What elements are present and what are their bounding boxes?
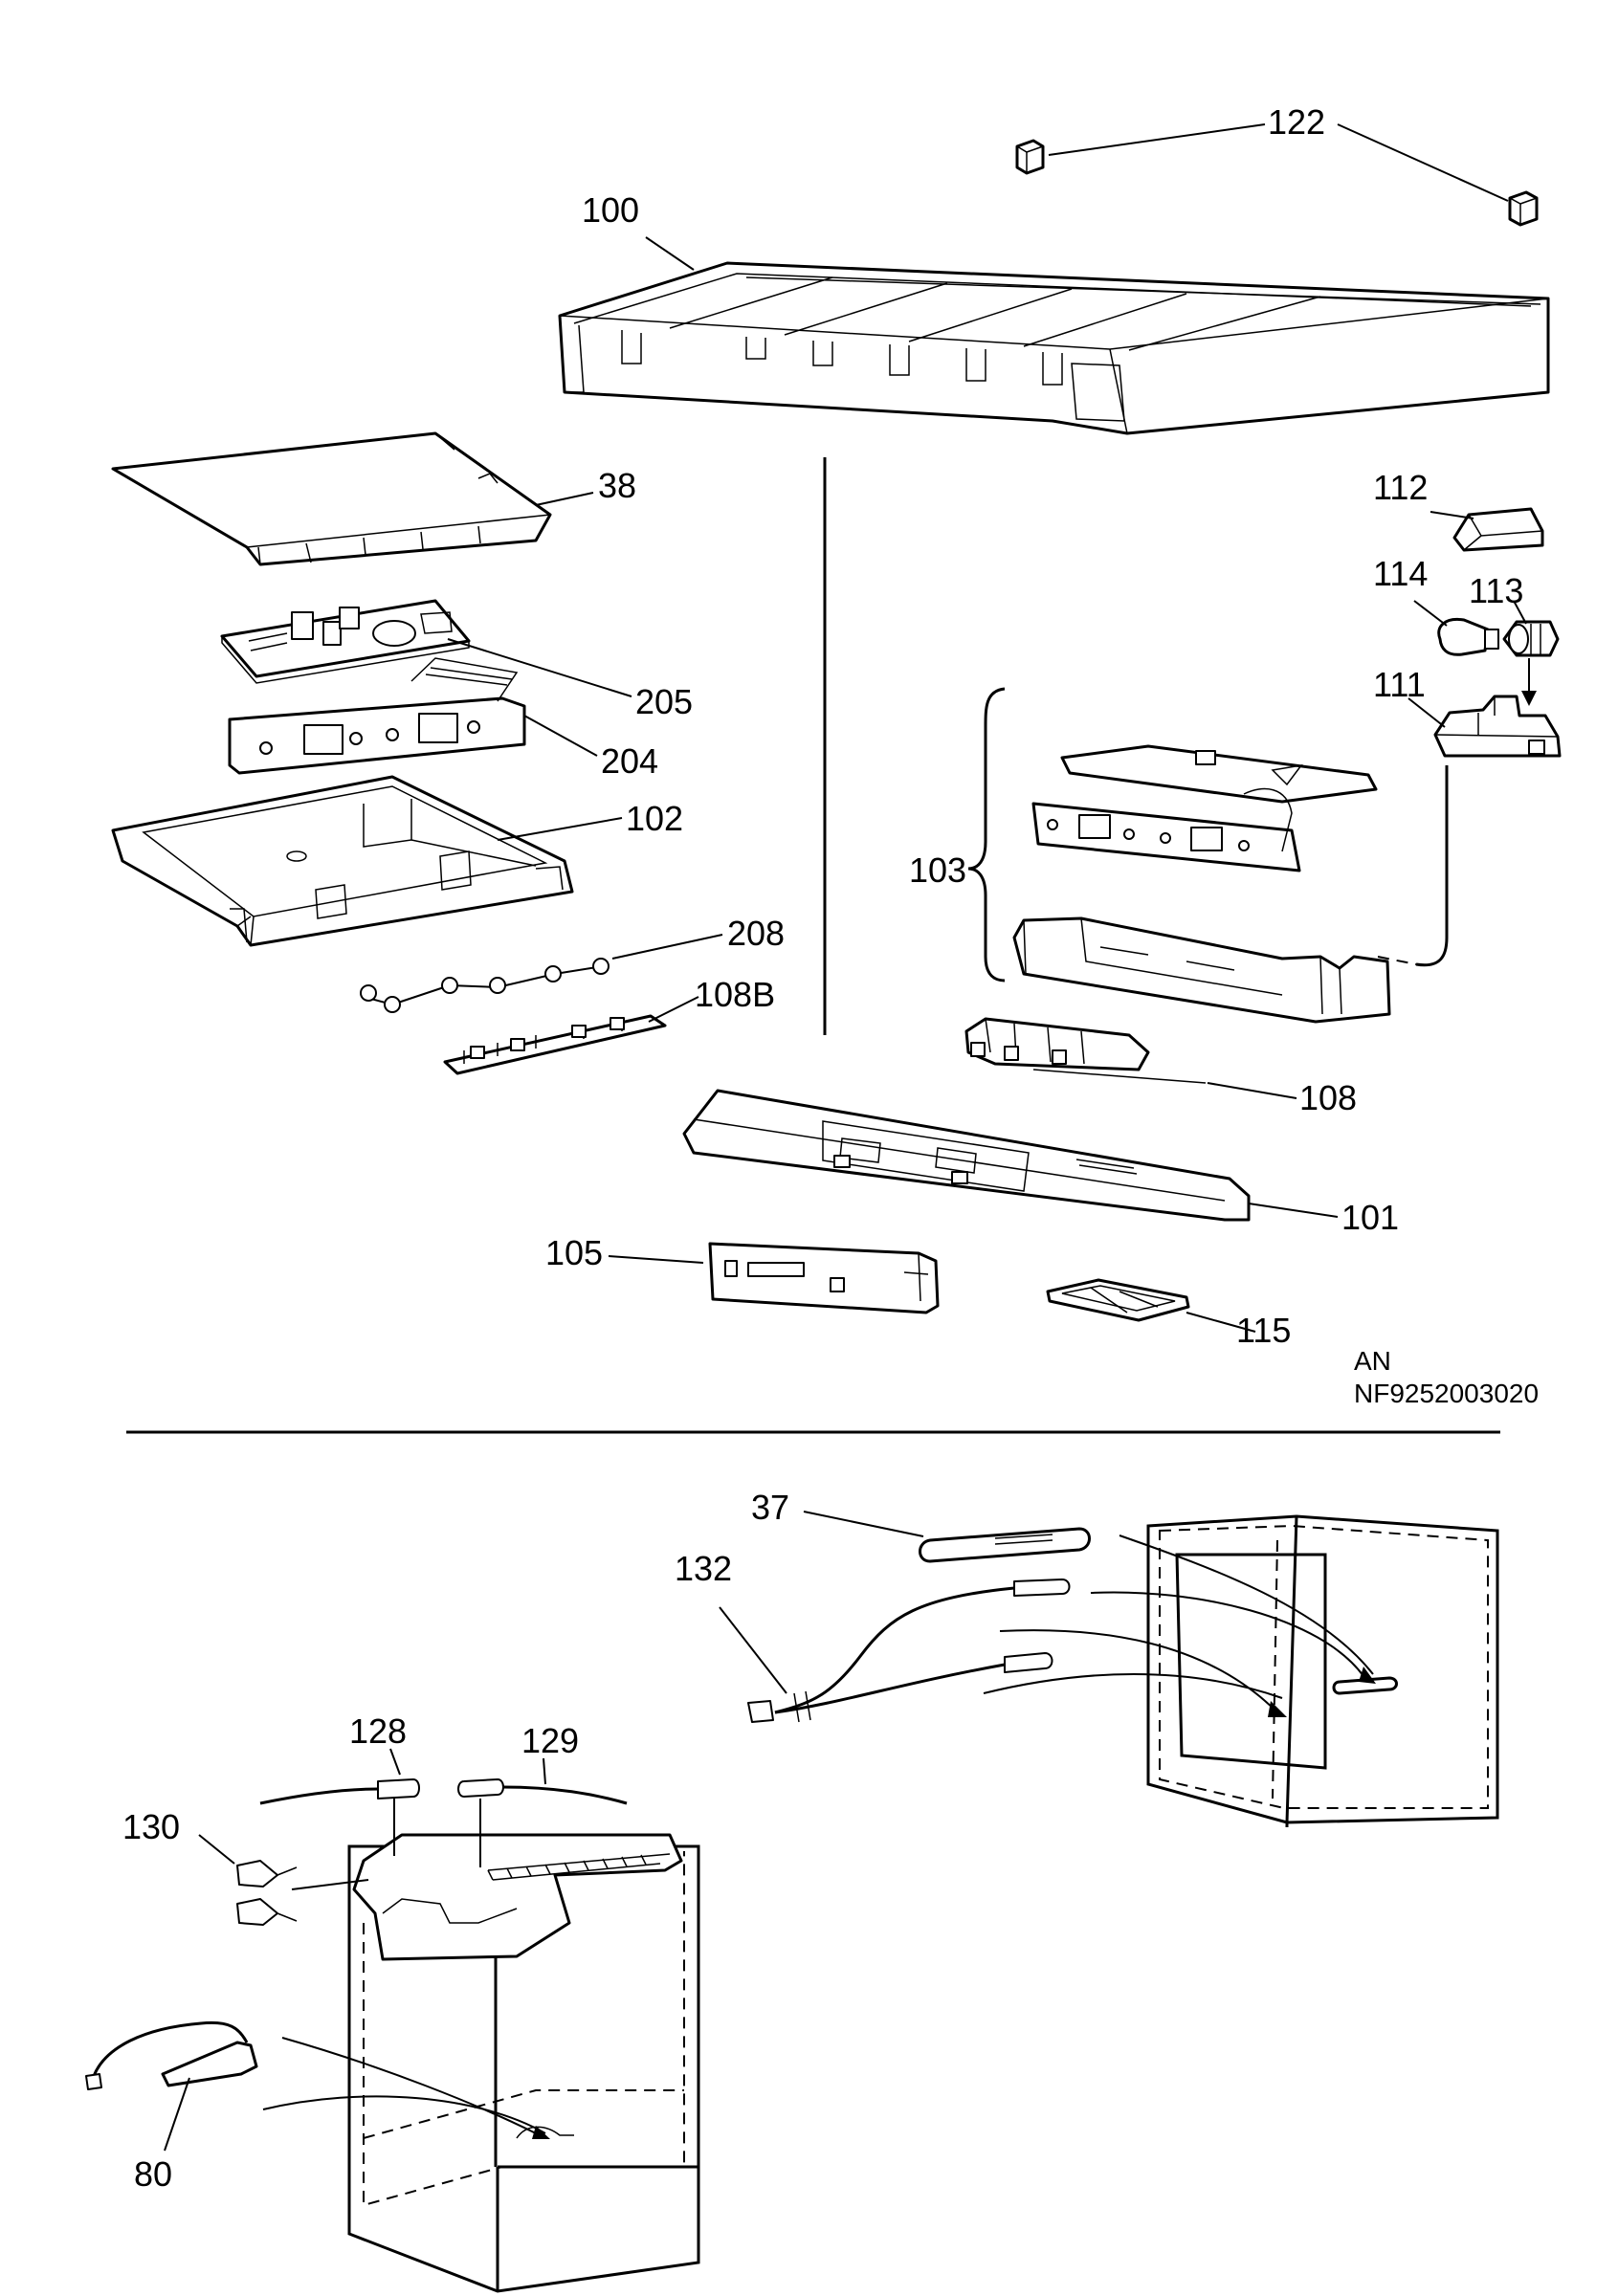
leader-130 [198,1834,235,1865]
arrow-80-a [281,2037,537,2134]
cabinet-right [1146,1514,1499,1827]
arrow-132-mid [999,1629,1278,1713]
part-evaporator [352,1833,683,1961]
leader-122-right [1337,123,1509,202]
label-102: 102 [626,799,683,838]
label-205: 205 [635,682,693,721]
part-105-bezel [708,1242,940,1314]
label-132: 132 [675,1549,732,1588]
leader-128 [389,1748,401,1776]
leader-132 [719,1606,787,1694]
label-208: 208 [727,914,785,953]
leader-113 [1513,600,1527,625]
leader-204 [523,715,598,757]
label-204: 204 [601,741,658,781]
link-111-to-103 [1377,956,1417,965]
link-111-to-103-solid [1415,765,1449,967]
leader-130-to-evap [291,1879,369,1890]
leader-102 [497,817,623,841]
label-38: 38 [598,466,636,505]
part-113-lamp-socket [1502,620,1560,657]
leader-101 [1248,1203,1339,1218]
label-111: 111 [1373,665,1426,704]
arrow-132-low [983,1673,1283,1699]
bracket-103 [967,687,1006,982]
label-122: 122 [1268,102,1325,142]
part-128-tube [259,1778,420,1805]
part-100-top-cover [558,261,1550,435]
part-103-display-board [1031,787,1301,872]
part-103-housing [1012,916,1391,1024]
part-208-light-rail [360,958,610,1013]
arrow-37 [1119,1534,1374,1675]
leader-100 [645,236,695,271]
leader-108b [648,996,699,1023]
label-80: 80 [134,2154,172,2194]
leader-129 [543,1757,546,1785]
label-130: 130 [122,1807,180,1846]
part-38-cover-plate [111,431,552,566]
label-101: 101 [1341,1198,1399,1237]
label-100: 100 [582,190,639,230]
part-129-tube [457,1778,628,1805]
leader-105 [608,1255,704,1264]
arrow-80-b [262,2095,546,2134]
label-108: 108 [1299,1078,1357,1117]
label-113: 113 [1469,571,1523,610]
part-114-bulb [1437,617,1499,656]
label-115: 115 [1236,1311,1291,1350]
code-line-1: AN [1354,1346,1391,1376]
part-132-sensor-cable [747,1578,1071,1723]
leader-208 [611,934,723,960]
label-37: 37 [751,1488,789,1527]
arrow-132-top [1090,1591,1364,1677]
label-128: 128 [349,1711,407,1751]
leader-108 [1207,1082,1297,1099]
label-112: 112 [1373,468,1428,507]
part-111-lamp-holder [1433,695,1562,758]
part-115-filter [1046,1278,1190,1322]
part-122-clip-left [1015,139,1045,175]
part-102-control-housing [111,775,574,947]
part-101-fascia [682,1089,1251,1222]
leader-122-left [1048,123,1266,156]
leader-37 [803,1511,924,1537]
label-129: 129 [521,1721,579,1760]
leader-205 [447,638,632,697]
part-122-clip-right [1508,190,1539,227]
label-114: 114 [1373,554,1428,593]
part-112-hinge-cap [1452,507,1544,552]
part-80-thermostat [85,2020,258,2090]
part-204-display-pcb [228,657,526,775]
leader-80 [164,2077,190,2152]
label-103: 103 [909,850,966,890]
code-line-2: NF9252003020 [1354,1379,1539,1408]
part-130-clips [236,1860,298,1926]
part-37-sensor-bar [919,1527,1091,1563]
part-108-switch-assembly [964,1017,1207,1084]
leader-111 [1407,697,1446,728]
part-205-main-pcb [220,599,471,684]
leader-115 [1186,1312,1256,1333]
label-108b: 108B [695,975,775,1014]
leader-114 [1413,600,1448,627]
leader-112 [1430,511,1474,519]
label-105: 105 [545,1233,603,1272]
part-108b-switch-bar [443,1014,667,1075]
sensor-mount [1332,1676,1398,1695]
leader-38 [535,492,594,506]
part-103-pcb [1060,744,1378,804]
